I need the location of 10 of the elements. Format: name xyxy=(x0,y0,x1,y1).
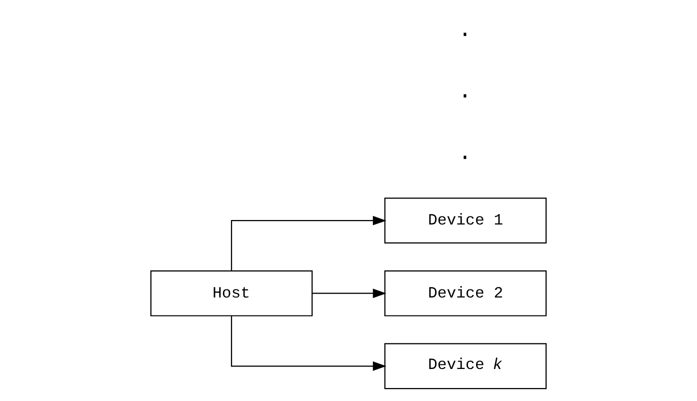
arrow xyxy=(312,288,386,298)
label: . xyxy=(458,140,472,166)
node-box: Host xyxy=(150,270,313,316)
label: . xyxy=(458,16,472,42)
node-box: Device 2 xyxy=(384,270,547,316)
node-box: Device k xyxy=(384,342,547,389)
arrow xyxy=(230,215,386,270)
arrow xyxy=(230,315,386,370)
label: . xyxy=(458,78,472,104)
node-box: Device 1 xyxy=(384,197,547,244)
